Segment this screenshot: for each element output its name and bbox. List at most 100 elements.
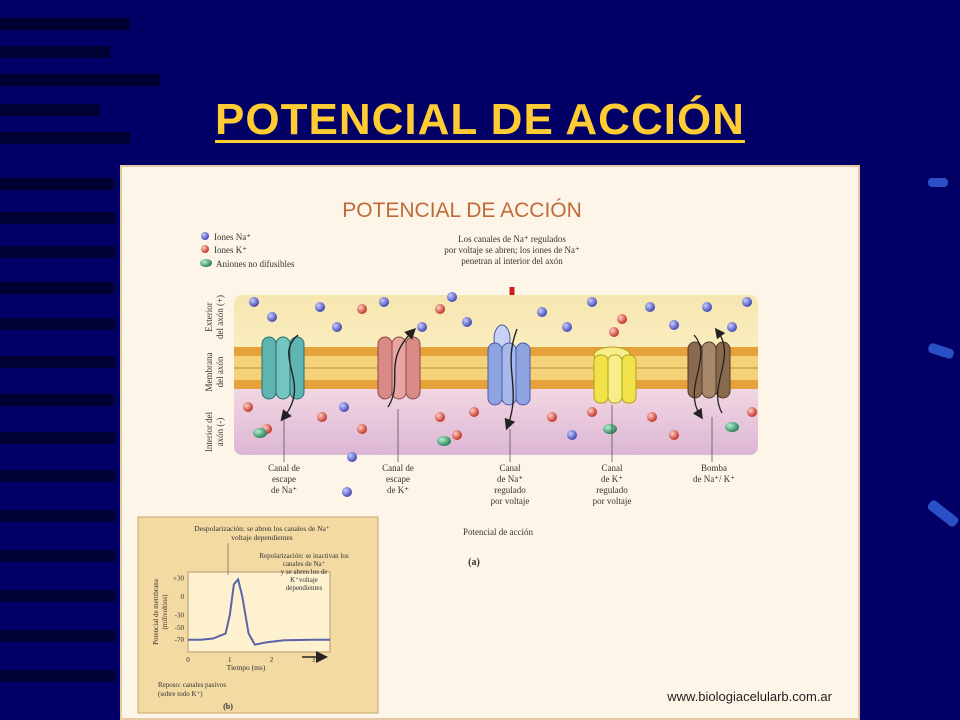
repolarization-note: K⁺voltaje	[290, 576, 318, 584]
annotation-line: penetran al interior del axón	[461, 256, 563, 266]
decor-mark	[926, 498, 960, 529]
y-axis-label-line: Potencial de membrana	[152, 578, 160, 645]
depolarization-note: voltaje dependientes	[231, 533, 293, 542]
y-ticks: +30 0 -30 -50 -70	[173, 575, 184, 645]
channel-label-line: regulado	[596, 485, 628, 495]
x-axis-label: Tiempo (ms)	[227, 663, 266, 672]
caption-a: Potencial de acción	[463, 527, 533, 537]
background-stripe	[0, 18, 130, 30]
legend-anion-marker	[200, 259, 212, 267]
y-tick-label: +30	[173, 575, 184, 583]
background-stripe	[0, 104, 100, 116]
x-ticks: 0 1 2 3	[186, 656, 315, 664]
y-tick-label: -70	[175, 636, 185, 644]
panel-a-label: (a)	[468, 557, 480, 568]
na-k-pump	[687, 327, 731, 420]
channel-label-line: de Na⁺	[271, 485, 297, 495]
x-tick-label: 1	[228, 656, 232, 664]
annotation-line: Los canales de Na⁺ regulados	[458, 234, 566, 244]
website-credit: www.biologiacelularb.com.ar	[666, 689, 832, 704]
channel-label-line: Canal de	[382, 463, 414, 473]
channel-label-line: Canal	[500, 463, 521, 473]
background-stripe	[0, 246, 115, 258]
background-stripe	[0, 670, 115, 682]
channel-label-na-gated: Canal de Na⁺ regulado por voltaje	[491, 463, 530, 506]
side-label-line: Exterior	[204, 302, 214, 332]
channel-label-line: de K⁺	[387, 485, 409, 495]
repolarization-note: Repolarización: se inactivan los	[259, 552, 348, 560]
x-tick-label: 3	[312, 656, 316, 664]
figure-canvas: POTENCIAL DE ACCIÓN Iones Na⁺ Iones K⁺ A…	[137, 199, 833, 714]
background-stripe	[0, 74, 160, 86]
ions-exterior	[249, 292, 752, 337]
na-leak-channel	[261, 334, 305, 422]
depolarization-note: Despolarización: se abren los canales de…	[194, 524, 330, 533]
top-annotation: Los canales de Na⁺ regulados por voltaje…	[444, 234, 580, 266]
side-label-line: axón (-)	[215, 418, 225, 447]
legend-k-label: Iones K⁺	[214, 245, 247, 255]
background-stripe	[0, 394, 115, 406]
channel-label-line: escape	[386, 474, 410, 484]
background-stripe	[0, 318, 115, 330]
rest-note: (sobre todo K⁺)	[158, 690, 203, 698]
repolarization-note: dependientes	[286, 584, 323, 592]
background-stripe	[0, 470, 115, 482]
annotation-line: por voltaje se abren; los iones de Na⁺	[444, 245, 580, 255]
channel-label-line: de Na⁺	[497, 474, 523, 484]
x-tick-label: 0	[186, 656, 190, 664]
y-tick-label: 0	[181, 593, 185, 601]
channel-label-line: por voltaje	[593, 496, 632, 506]
background-stripe	[0, 282, 115, 294]
side-label-line: Membrana	[204, 353, 214, 392]
panel-b-label: (b)	[223, 702, 233, 711]
background-stripe	[0, 46, 110, 58]
channel-label-na-leak: Canal de escape de Na⁺	[268, 463, 300, 495]
y-tick-label: -30	[175, 612, 185, 620]
decor-mark	[928, 178, 948, 187]
x-tick-label: 2	[270, 656, 274, 664]
channel-label-line: Canal de	[268, 463, 300, 473]
side-label-interior: Interior del axón (-)	[204, 411, 225, 452]
background-stripe	[0, 510, 115, 522]
repolarization-note: y se abren los de	[281, 568, 328, 576]
y-axis-label-line: (milivoltios)	[161, 594, 169, 630]
channel-label-line: de Na⁺/ K⁺	[693, 474, 735, 484]
decor-mark	[927, 342, 955, 360]
channel-label-line: regulado	[494, 485, 526, 495]
rest-note: Reposo: canales pasivos	[158, 681, 226, 689]
leader-lines	[283, 405, 713, 462]
channel-label-line: de K⁺	[601, 474, 623, 484]
y-tick-label: -50	[175, 624, 185, 632]
channel-label-line: Bomba	[701, 463, 727, 473]
channel-label-line: Canal	[602, 463, 623, 473]
legend-na-marker	[201, 232, 209, 240]
graph-panel: Despolarización: se abren los canales de…	[137, 516, 379, 714]
voltage-gated-na-channel	[487, 324, 531, 431]
channel-label-k-gated: Canal de K⁺ regulado por voltaje	[593, 463, 632, 506]
background-stripe	[0, 630, 115, 642]
background-stripe	[0, 550, 115, 562]
channel-label-line: por voltaje	[491, 496, 530, 506]
channel-label-pump: Bomba de Na⁺/ K⁺	[693, 463, 735, 484]
legend-k-marker	[201, 245, 209, 253]
side-label-line: del axón (+)	[215, 295, 225, 339]
side-label-exterior: Exterior del axón (+)	[204, 295, 225, 339]
legend-anion-label: Aniones no difusibles	[216, 259, 295, 269]
background-stripe	[0, 178, 115, 190]
side-label-line: del axón	[215, 356, 225, 387]
figure-title: POTENCIAL DE ACCIÓN	[342, 199, 582, 222]
repolarization-note: canales de Na⁺	[283, 560, 326, 568]
action-potential-line	[188, 577, 330, 646]
background-stripe	[0, 432, 115, 444]
channel-label-line: escape	[272, 474, 296, 484]
background-stripe	[0, 356, 115, 368]
background-stripe	[0, 212, 115, 224]
legend-na-label: Iones Na⁺	[214, 232, 251, 242]
k-leak-channel	[377, 328, 421, 408]
side-label-membrana: Membrana del axón	[204, 353, 225, 392]
background-stripe	[0, 132, 130, 144]
page-title: POTENCIAL DE ACCIÓN	[215, 95, 745, 145]
side-label-line: Interior del	[204, 411, 214, 452]
voltage-gated-k-channel	[593, 346, 637, 404]
graph-plot-area	[187, 571, 331, 653]
